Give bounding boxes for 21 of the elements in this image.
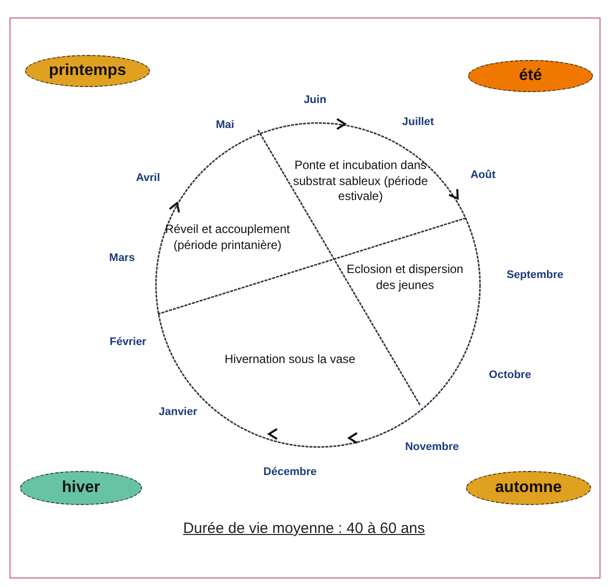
phase-label: Hivernation sous la vase bbox=[195, 352, 385, 368]
season-ellipse: printemps bbox=[25, 55, 150, 87]
month-label: Mai bbox=[216, 119, 234, 131]
month-label: Octobre bbox=[488, 369, 532, 381]
caption: Durée de vie moyenne : 40 à 60 ans bbox=[182, 520, 426, 537]
month-label: Avril bbox=[136, 172, 160, 184]
month-label: Août bbox=[470, 169, 496, 181]
month-label: Mars bbox=[109, 252, 135, 264]
month-label: Novembre bbox=[405, 441, 459, 453]
month-label: Juin bbox=[304, 94, 326, 106]
month-label: Juillet bbox=[402, 116, 434, 128]
month-label: Janvier bbox=[158, 406, 198, 418]
phase-label: Réveil et accouplement (période printanière) bbox=[165, 222, 290, 254]
phase-label: Ponte et incubation dans substrat sableux (période estivale) bbox=[288, 158, 433, 205]
season-ellipse: hiver bbox=[20, 471, 142, 505]
season-ellipse: été bbox=[468, 60, 593, 92]
season-ellipse: automne bbox=[466, 471, 591, 505]
month-label: Septembre bbox=[506, 269, 564, 281]
month-label: Février bbox=[110, 336, 146, 348]
month-label: Décembre bbox=[263, 466, 317, 478]
phase-label: Eclosion et dispersion des jeunes bbox=[345, 262, 465, 294]
